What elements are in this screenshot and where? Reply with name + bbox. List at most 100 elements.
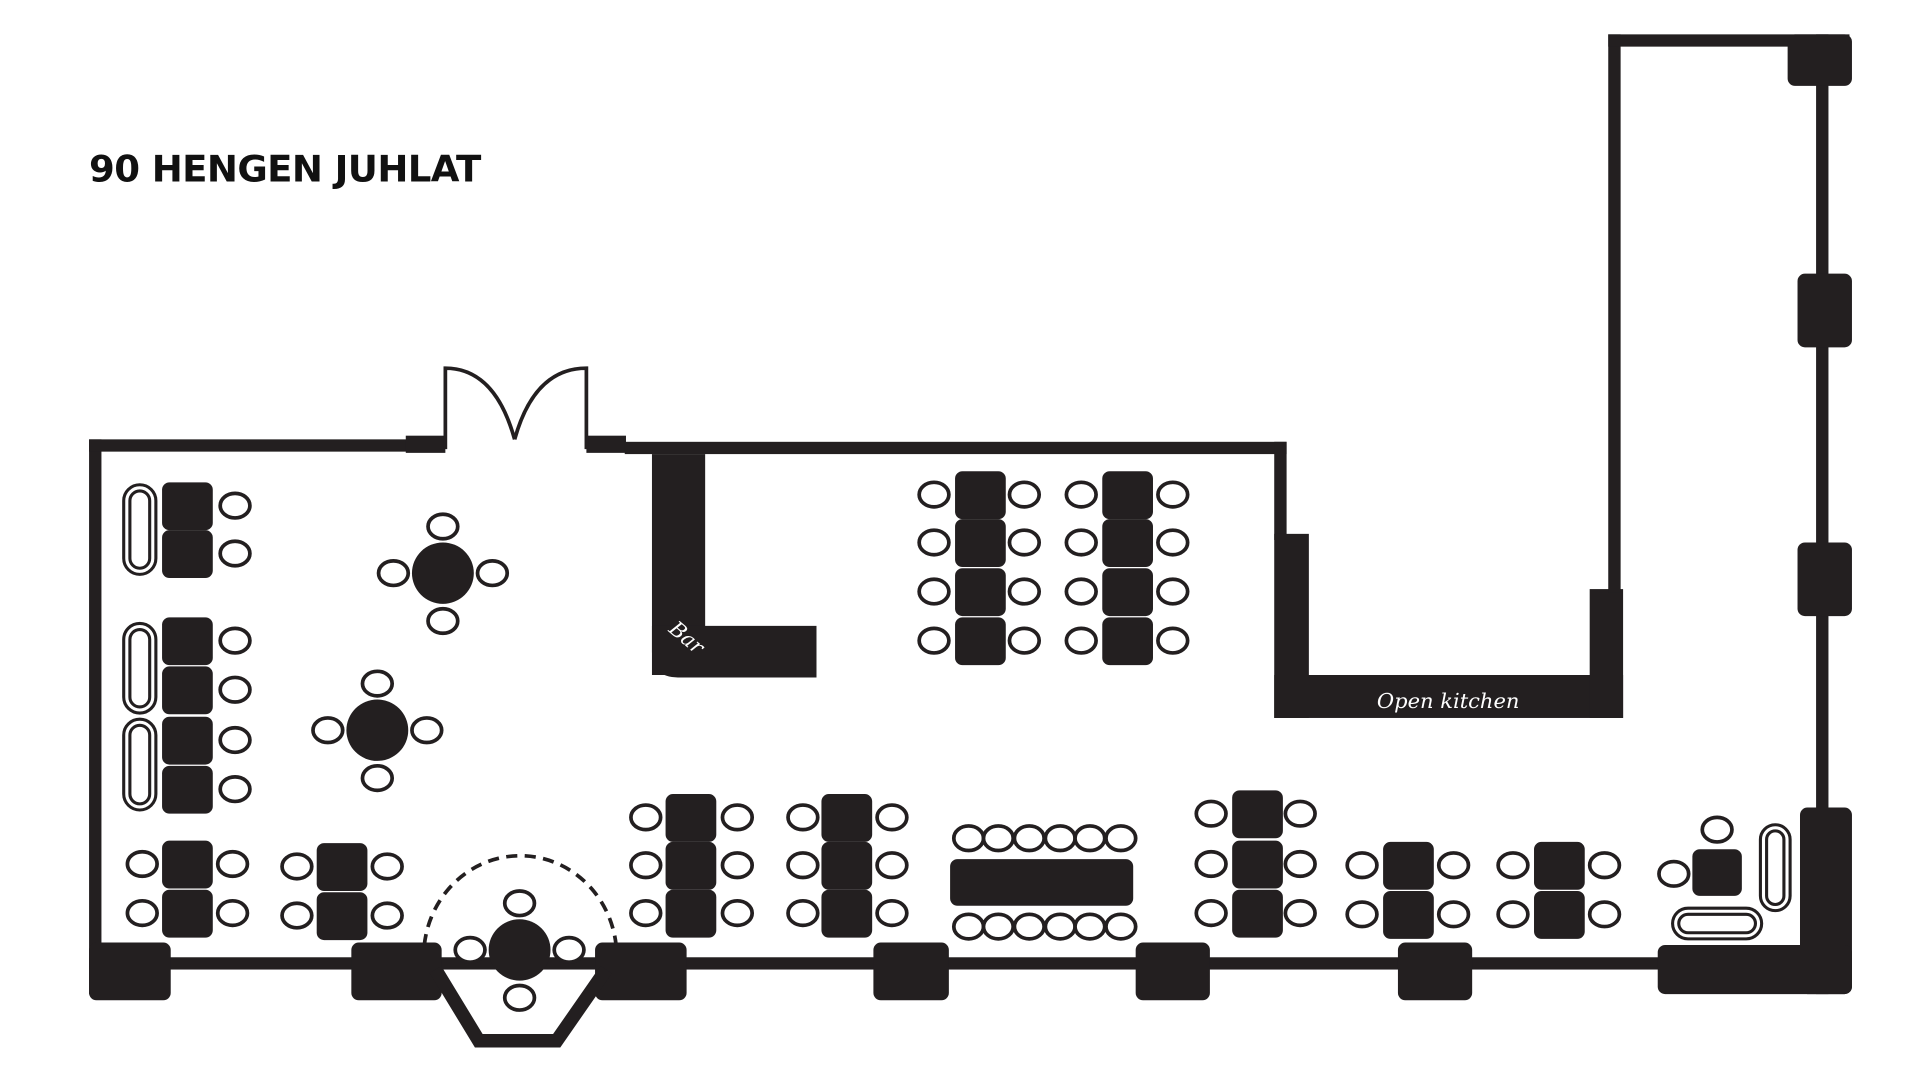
table bbox=[955, 471, 1006, 520]
chair bbox=[1007, 480, 1042, 509]
chair bbox=[218, 626, 252, 655]
wall bbox=[89, 439, 440, 452]
chair bbox=[917, 528, 951, 557]
pillar bbox=[873, 942, 949, 1001]
table bbox=[162, 530, 213, 579]
chair bbox=[125, 849, 159, 879]
chair bbox=[1587, 900, 1622, 929]
chair bbox=[786, 898, 820, 928]
pillar bbox=[1797, 542, 1852, 617]
chair bbox=[1194, 849, 1228, 879]
chair bbox=[370, 852, 404, 881]
chair bbox=[1436, 900, 1471, 929]
sofa-cushion bbox=[1765, 829, 1786, 907]
table bbox=[950, 859, 1134, 906]
chair bbox=[1587, 851, 1622, 880]
chair bbox=[502, 889, 537, 918]
round-table bbox=[411, 542, 474, 604]
chair bbox=[981, 824, 1016, 853]
chair bbox=[426, 606, 460, 636]
chair bbox=[370, 901, 404, 930]
table bbox=[162, 482, 213, 531]
chair bbox=[1436, 851, 1471, 880]
sofa bbox=[122, 483, 158, 576]
sofa bbox=[1758, 823, 1792, 913]
door-right-leaf bbox=[512, 366, 589, 450]
pillar bbox=[1657, 945, 1852, 995]
table bbox=[162, 666, 213, 715]
chair bbox=[1073, 824, 1107, 853]
bay-window-arc bbox=[422, 853, 618, 946]
chair bbox=[410, 716, 444, 745]
table bbox=[162, 889, 213, 938]
door-left-leaf bbox=[443, 366, 517, 450]
table bbox=[1102, 519, 1153, 567]
pillar bbox=[89, 942, 171, 1001]
chair bbox=[475, 559, 510, 588]
wall bbox=[1274, 441, 1287, 540]
table bbox=[316, 843, 368, 891]
sofa-cushion bbox=[128, 489, 152, 570]
entrance-door bbox=[443, 366, 589, 450]
chair bbox=[1043, 824, 1077, 853]
table bbox=[665, 841, 717, 890]
table bbox=[162, 765, 213, 814]
pillar bbox=[1135, 942, 1210, 1001]
table bbox=[821, 889, 873, 938]
table bbox=[665, 794, 717, 842]
chair bbox=[1064, 626, 1098, 655]
chair bbox=[218, 491, 252, 520]
table bbox=[162, 617, 213, 666]
chair bbox=[786, 851, 820, 880]
chair bbox=[376, 559, 411, 588]
sofa-cushion bbox=[1677, 912, 1758, 935]
chair bbox=[1156, 626, 1190, 655]
wall bbox=[1589, 589, 1624, 718]
chair bbox=[786, 803, 820, 832]
chair bbox=[215, 849, 250, 879]
table bbox=[955, 519, 1006, 567]
chair bbox=[917, 577, 951, 606]
wall bbox=[586, 435, 626, 453]
chair bbox=[1657, 859, 1691, 888]
chair bbox=[360, 763, 395, 793]
chair bbox=[125, 898, 159, 928]
open-kitchen-label: Open kitchen bbox=[1377, 689, 1520, 713]
chair bbox=[629, 898, 663, 928]
wall bbox=[1608, 34, 1621, 593]
table bbox=[1102, 471, 1153, 520]
table bbox=[1534, 841, 1585, 890]
chair bbox=[1073, 912, 1107, 941]
chair bbox=[218, 725, 252, 755]
bay-wall bbox=[429, 965, 612, 1048]
chair bbox=[1043, 912, 1077, 941]
chair bbox=[875, 898, 909, 928]
chair bbox=[218, 539, 252, 568]
chair bbox=[426, 512, 460, 541]
chair bbox=[720, 898, 755, 928]
table bbox=[1534, 891, 1585, 939]
chair bbox=[1283, 799, 1317, 828]
round-table bbox=[346, 699, 409, 761]
chair bbox=[218, 775, 252, 804]
pillar bbox=[595, 942, 687, 1001]
chair bbox=[1007, 577, 1042, 606]
wall bbox=[624, 441, 1287, 455]
chair bbox=[1064, 577, 1098, 606]
walls bbox=[89, 34, 1852, 1048]
table bbox=[821, 794, 873, 842]
table bbox=[1232, 840, 1283, 889]
table bbox=[162, 716, 213, 765]
chair bbox=[502, 983, 537, 1012]
table bbox=[955, 617, 1006, 666]
chair bbox=[1345, 900, 1379, 929]
chair bbox=[360, 669, 395, 698]
chair bbox=[1012, 912, 1046, 941]
table bbox=[316, 892, 368, 941]
sofa bbox=[122, 621, 158, 715]
bar-counter bbox=[651, 625, 817, 678]
sofa bbox=[122, 717, 158, 812]
floor-plan-title: 90 HENGEN JUHLAT bbox=[89, 148, 482, 191]
chair bbox=[951, 912, 986, 941]
